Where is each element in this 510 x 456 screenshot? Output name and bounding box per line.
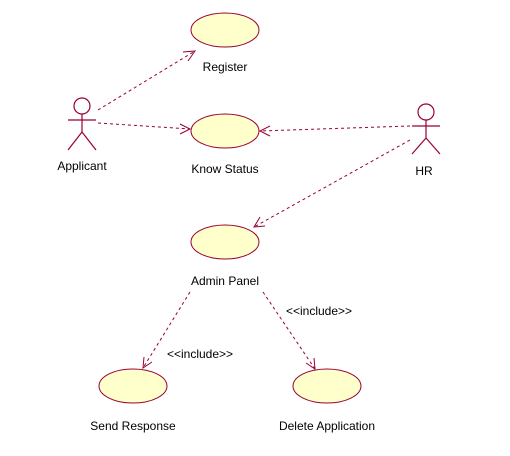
actor-left-leg bbox=[411, 137, 427, 155]
arrowhead bbox=[179, 123, 192, 135]
use-case-admin-panel-label: Admin Panel bbox=[191, 274, 259, 288]
include-admin-panel-send-response[interactable]: <<include>> bbox=[142, 291, 233, 369]
association-hr-admin-panel[interactable] bbox=[253, 139, 411, 228]
actor-applicant[interactable]: Applicant bbox=[57, 97, 107, 173]
arrowhead bbox=[253, 216, 266, 228]
use-case-delete-application[interactable]: Delete Application bbox=[279, 368, 375, 433]
arrowhead bbox=[305, 357, 316, 370]
actor-head bbox=[73, 97, 91, 115]
use-case-send-response-label: Send Response bbox=[90, 419, 176, 433]
use-case-register-label: Register bbox=[203, 60, 248, 74]
arrowhead bbox=[142, 356, 153, 369]
arrowhead bbox=[258, 125, 271, 137]
association-line bbox=[259, 125, 411, 132]
use-case-ellipse bbox=[190, 12, 260, 48]
use-case-know-status-label: Know Status bbox=[191, 162, 258, 176]
actor-head bbox=[417, 103, 435, 121]
use-case-admin-panel[interactable]: Admin Panel bbox=[190, 224, 260, 288]
association-applicant-register[interactable] bbox=[97, 50, 197, 111]
include-stereotype-label: <<include>> bbox=[167, 347, 233, 361]
association-line bbox=[97, 50, 196, 111]
association-line bbox=[253, 139, 411, 228]
use-case-ellipse bbox=[292, 368, 362, 404]
arrowhead bbox=[182, 50, 197, 62]
use-case-ellipse bbox=[190, 224, 260, 260]
actor-right-leg bbox=[81, 131, 97, 151]
actor-hr[interactable]: HR bbox=[411, 103, 441, 178]
include-stereotype-label: <<include>> bbox=[286, 304, 352, 318]
use-case-send-response[interactable]: Send Response bbox=[90, 368, 176, 433]
include-admin-panel-delete-application[interactable]: <<include>> bbox=[262, 291, 352, 370]
use-case-ellipse bbox=[190, 113, 260, 149]
use-case-delete-application-label: Delete Application bbox=[279, 419, 375, 433]
association-line bbox=[97, 122, 191, 130]
use-case-register[interactable]: Register bbox=[190, 12, 260, 74]
actor-hr-label: HR bbox=[415, 164, 433, 178]
use-case-ellipse bbox=[98, 368, 168, 404]
actor-applicant-label: Applicant bbox=[57, 159, 107, 173]
include-line bbox=[142, 291, 191, 369]
use-case-know-status[interactable]: Know Status bbox=[190, 113, 260, 176]
actor-right-leg bbox=[425, 137, 441, 155]
actor-left-leg bbox=[67, 131, 83, 151]
association-hr-know-status[interactable] bbox=[258, 125, 411, 137]
association-applicant-know-status[interactable] bbox=[97, 122, 192, 135]
